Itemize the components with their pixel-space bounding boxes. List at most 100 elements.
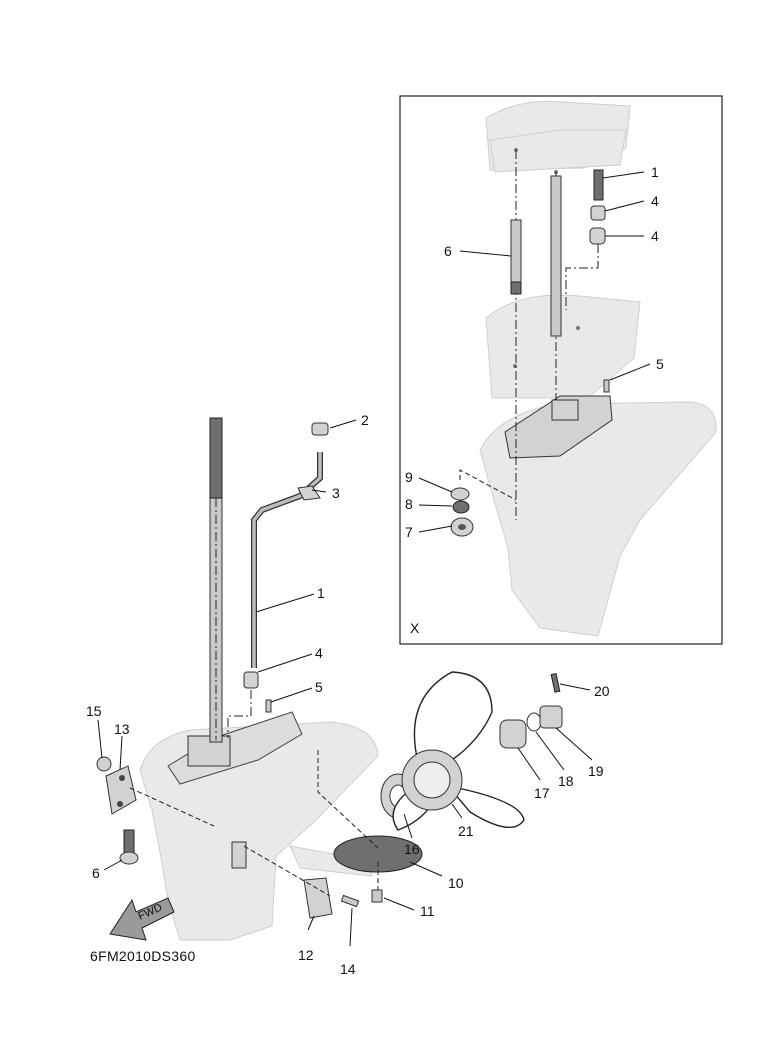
grommet-4 <box>243 671 259 689</box>
propeller-bore <box>413 761 451 799</box>
inset-upper-housing-lower <box>489 129 627 173</box>
callout-14: 14 <box>340 961 356 977</box>
inset-callout-4b: 4 <box>651 228 659 244</box>
inset-leader <box>459 250 512 257</box>
inset-washer-9 <box>450 487 470 501</box>
water-tube-highlight <box>252 452 322 668</box>
inset-spacer-block <box>485 294 641 399</box>
inset-pump-body <box>551 399 579 421</box>
water-tube-seal-2 <box>311 422 329 436</box>
anode-12 <box>303 877 333 919</box>
inset-leader <box>604 200 645 212</box>
trim-tab-hole <box>117 801 123 807</box>
callout-5: 5 <box>315 679 323 695</box>
callout-18: 18 <box>558 773 574 789</box>
leader-5 <box>270 687 313 703</box>
drive-shaft-spline <box>209 417 223 499</box>
callout-4: 4 <box>315 645 323 661</box>
callout-17: 17 <box>534 785 550 801</box>
inset-drive-shaft <box>550 175 562 337</box>
leader-15 <box>97 719 103 759</box>
inset-leader <box>609 363 651 381</box>
trim-tab-hole <box>119 775 125 781</box>
callout-3: 3 <box>332 485 340 501</box>
propeller-21 <box>392 671 525 831</box>
leader-12 <box>307 915 315 931</box>
inset-label: X <box>410 620 420 636</box>
leader-11 <box>383 897 415 911</box>
inset-callout-7: 7 <box>405 524 413 540</box>
bolt-11 <box>371 889 383 903</box>
inset-callout-6: 6 <box>444 243 452 259</box>
cotter-pin-20 <box>550 672 561 693</box>
leader-10 <box>409 861 443 877</box>
inset-shift-rod <box>593 169 604 201</box>
leader-14 <box>349 907 353 947</box>
leader-6 <box>103 859 123 871</box>
inset-callout-1: 1 <box>651 164 659 180</box>
leader-3 <box>311 489 327 493</box>
callout-21: 21 <box>458 823 474 839</box>
tube-bracket <box>297 485 321 501</box>
pin-5 <box>265 699 272 713</box>
spacer-17 <box>499 719 527 749</box>
inset-stud-thread <box>510 281 522 295</box>
callout-12: 12 <box>298 947 314 963</box>
trim-tab-pocket <box>231 841 247 869</box>
washer-18 <box>526 712 542 732</box>
main-assembly: 2 3 1 4 5 15 13 6 12 14 11 10 16 21 17 1… <box>86 412 610 977</box>
nut-19 <box>539 705 563 729</box>
inset-grommet-b <box>589 227 606 245</box>
inset-centerline <box>565 244 599 310</box>
shift-rod-centerline <box>227 690 252 738</box>
callout-11: 11 <box>420 903 435 919</box>
leader-1 <box>255 593 315 613</box>
inset-callout-4a: 4 <box>651 193 659 209</box>
bolt-6-head <box>119 851 139 865</box>
bolt-6-shank <box>123 829 135 855</box>
trim-tab-13 <box>105 765 137 815</box>
drawing-code: 6FM2010DS360 <box>90 948 196 964</box>
callout-16: 16 <box>404 841 420 857</box>
inset-leader <box>418 504 453 507</box>
leader-18 <box>535 731 565 771</box>
callout-15: 15 <box>86 703 102 719</box>
callout-10: 10 <box>448 875 464 891</box>
inset-lower-case <box>479 401 717 637</box>
fwd-arrow: FWD <box>109 897 175 941</box>
callout-19: 19 <box>588 763 604 779</box>
inset-gasket <box>504 395 613 459</box>
inset-callout-8: 8 <box>405 496 413 512</box>
bolt-14 <box>340 894 360 908</box>
leader-20 <box>559 683 591 691</box>
assembly-line <box>317 750 379 849</box>
callout-2: 2 <box>361 412 369 428</box>
leader-16 <box>403 813 413 839</box>
leader-4 <box>257 653 313 673</box>
assembly-line <box>243 845 331 897</box>
inset-leader <box>418 477 453 493</box>
inset-callout-5: 5 <box>656 356 664 372</box>
assembly-line <box>129 787 215 827</box>
inset-nut-hole <box>458 524 466 530</box>
callout-1: 1 <box>317 585 325 601</box>
inset-washer-8 <box>452 500 470 514</box>
inset-callout-9: 9 <box>405 469 413 485</box>
leader-19 <box>555 727 593 761</box>
inset-detail: 1 4 4 6 5 9 8 7 X <box>399 95 723 645</box>
inset-pin <box>603 379 610 393</box>
inset-bolt-hole <box>576 326 580 330</box>
callout-13: 13 <box>114 721 130 737</box>
inset-grommet-a <box>590 205 606 221</box>
leader-2 <box>329 419 357 429</box>
water-tube-3 <box>251 452 323 668</box>
inset-leader <box>602 171 645 179</box>
leader-17 <box>517 747 541 781</box>
inset-leader <box>418 525 453 533</box>
callout-20: 20 <box>594 683 610 699</box>
leader-13 <box>119 735 123 771</box>
nut-15 <box>96 756 112 772</box>
inset-assembly-line <box>459 469 517 501</box>
callout-6: 6 <box>92 865 100 881</box>
